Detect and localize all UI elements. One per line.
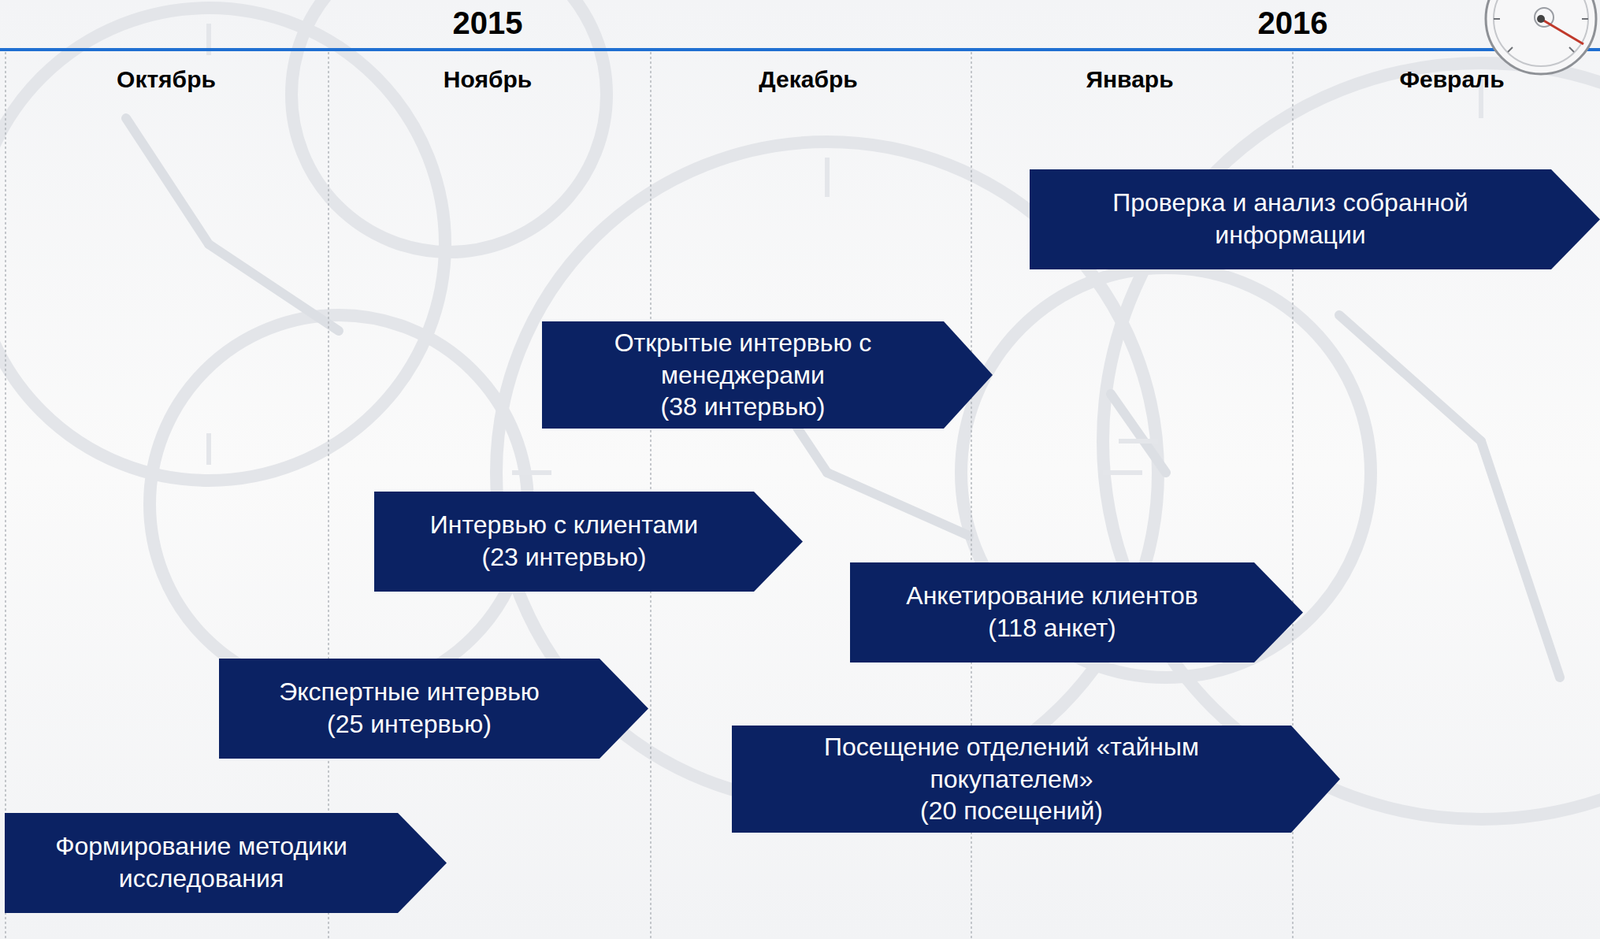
task-arrow: Проверка и анализ собранной информации (1029, 169, 1600, 270)
task-title: Открытые интервью с менеджерами (556, 326, 930, 391)
task-arrow: Формирование методики исследования (4, 812, 447, 914)
text-stack: Экспертные интервью(25 интервью) (278, 675, 540, 740)
text-stack: Формирование методики исследования (18, 830, 384, 895)
clock-watermarks (0, 0, 1600, 820)
task-title: Анкетирование клиентов (905, 579, 1198, 613)
text-area: Экспертные интервью(25 интервью) (219, 658, 600, 759)
text-stack: Проверка и анализ собранной информации (1043, 186, 1537, 251)
month-heading: Январь (1085, 66, 1174, 93)
year-heading: 2016 (1258, 5, 1329, 41)
task-title: Экспертные интервью (278, 675, 540, 709)
text-area: Открытые интервью с менеджерами(38 интер… (541, 321, 944, 429)
arrow-fill (374, 491, 803, 592)
arrow-shape (4, 812, 447, 914)
text-area: Формирование методики исследования (4, 812, 398, 914)
arrow-fill (1029, 169, 1600, 270)
task-count: (25 интервью) (278, 708, 540, 741)
arrow-fill (219, 658, 649, 759)
arrow-shape (374, 491, 803, 592)
text-stack: Интервью с клиентами(23 интервью) (430, 508, 698, 573)
text-area: Проверка и анализ собранной информации (1029, 169, 1552, 270)
arrow-shape (219, 658, 649, 759)
clock-hands (126, 118, 1560, 678)
task-title: Проверка и анализ собранной информации (1043, 186, 1537, 251)
stopwatch-icon (1485, 0, 1597, 75)
text-stack: Открытые интервью с менеджерами(38 интер… (556, 326, 930, 424)
text-area: Анкетирование клиентов(118 анкет) (850, 562, 1255, 663)
task-arrow: Анкетирование клиентов(118 анкет) (850, 562, 1304, 663)
task-count: (20 посещений) (746, 794, 1278, 828)
clock-ticks (208, 23, 1482, 788)
task-title: Интервью с клиентами (430, 508, 698, 542)
task-count: (23 интервью) (430, 541, 698, 574)
task-count: (38 интервью) (556, 390, 930, 424)
task-count: (118 анкет) (905, 612, 1198, 645)
arrow-shape (1029, 169, 1600, 270)
task-title: Посещение отделений «тайным покупателем» (746, 731, 1278, 795)
header-rule (0, 48, 1600, 52)
arrow-shape (850, 562, 1304, 663)
arrow-fill (541, 321, 993, 429)
task-arrow: Открытые интервью с менеджерами(38 интер… (541, 321, 993, 429)
month-heading: Февраль (1399, 66, 1504, 93)
arrow-fill (850, 562, 1304, 663)
text-stack: Посещение отделений «тайным покупателем»… (746, 731, 1278, 828)
month-heading: Ноябрь (443, 66, 532, 93)
task-arrow: Интервью с клиентами(23 интервью) (374, 491, 803, 592)
task-arrow: Посещение отделений «тайным покупателем»… (731, 725, 1341, 833)
arrow-fill (731, 725, 1341, 833)
arrow-fill (4, 812, 447, 914)
month-heading: Октябрь (116, 66, 216, 93)
text-stack: Анкетирование клиентов(118 анкет) (905, 579, 1198, 644)
task-title: Формирование методики исследования (18, 830, 384, 895)
month-heading: Декабрь (758, 66, 858, 93)
year-heading: 2015 (452, 5, 524, 41)
text-area: Интервью с клиентами(23 интервью) (374, 491, 754, 592)
task-arrow: Экспертные интервью(25 интервью) (219, 658, 649, 759)
text-area: Посещение отделений «тайным покупателем»… (731, 725, 1292, 833)
